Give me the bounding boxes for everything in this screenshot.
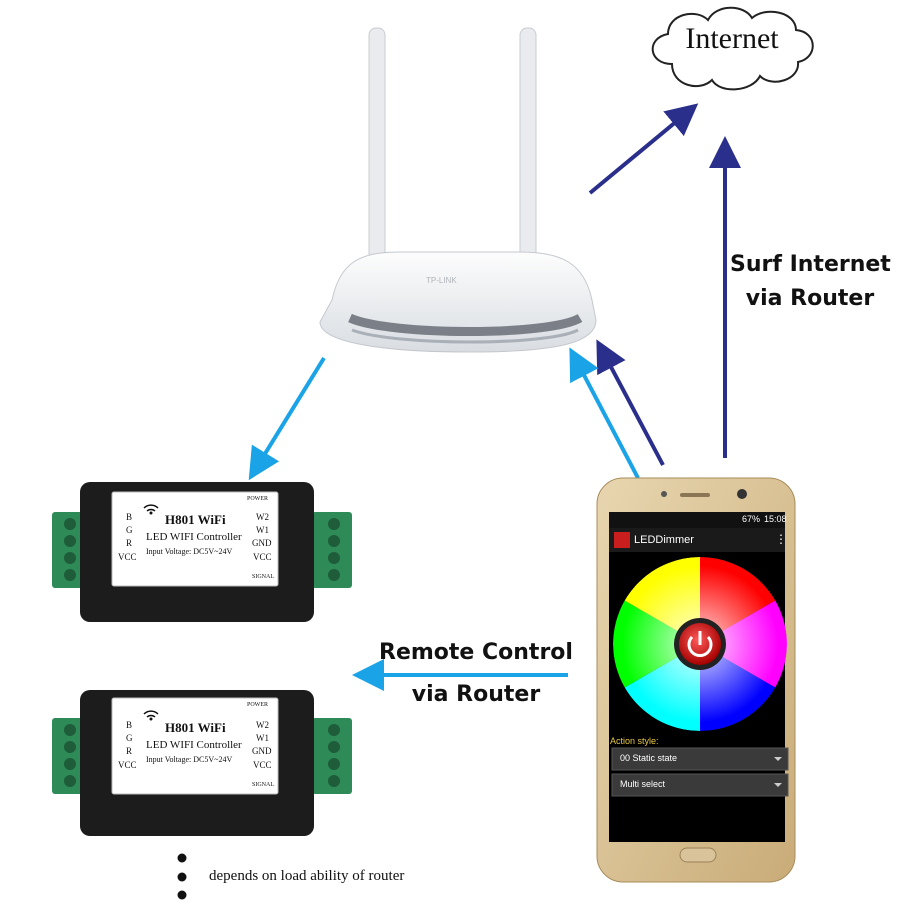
- led-controller-2: [52, 690, 352, 836]
- phone-time: 15:08: [764, 514, 787, 524]
- controller-1-pin-vcc-right: VCC: [253, 552, 272, 562]
- controller-1-pin-w1: W1: [256, 525, 269, 535]
- controller-2-power: POWER: [247, 702, 268, 708]
- controller-1-pin-r: R: [126, 538, 133, 548]
- phone-action-label: Action style:: [610, 736, 659, 746]
- controller-1-pin-b: B: [126, 512, 133, 522]
- home-button[interactable]: [679, 847, 717, 863]
- controller-2-pin-vcc-left: VCC: [118, 760, 137, 770]
- controller-2-signal: SIGNAL: [252, 782, 274, 788]
- wifi-router: [319, 27, 597, 353]
- controller-2-pin-b: B: [126, 720, 133, 730]
- color-wheel[interactable]: [613, 557, 787, 731]
- arrow-router-to-controller: [248, 356, 326, 481]
- dropdown-2-arrow-icon: [774, 783, 782, 787]
- phone-dropdown-2[interactable]: Multi select: [620, 779, 666, 789]
- controller-1-model: H801 WiFi: [165, 512, 226, 527]
- controller-2-pin-vcc-right: VCC: [253, 760, 272, 770]
- phone-dropdown-1[interactable]: 00 Static state: [620, 753, 678, 763]
- controller-1-power: POWER: [247, 496, 268, 502]
- footnote-bullets: [177, 853, 187, 900]
- dropdown-2-box[interactable]: [611, 773, 789, 797]
- controller-2-pin-r: R: [126, 746, 133, 756]
- smartphone: [596, 477, 796, 883]
- power-button[interactable]: [674, 618, 726, 670]
- surf-label-line2: via Router: [745, 286, 875, 311]
- dropdown-1-arrow-icon: [774, 757, 782, 761]
- phone-menu-icon[interactable]: ⋮: [775, 532, 787, 546]
- controller-1-voltage: Input Voltage: DC5V~24V: [146, 547, 233, 556]
- arrows: [248, 103, 741, 691]
- phone-battery: 67%: [742, 514, 761, 524]
- led-controller-1: [52, 482, 352, 622]
- surf-label-line1: Surf Internet: [730, 252, 891, 277]
- controller-1-pin-w2: W2: [256, 512, 269, 522]
- controller-2-name: LED WIFI Controller: [146, 739, 242, 751]
- footnote: depends on load ability of router: [209, 868, 405, 884]
- internet-cloud: [651, 6, 814, 91]
- arrow-router-to-internet: [588, 103, 699, 195]
- phone-app-title: LEDDimmer: [634, 534, 694, 546]
- remote-label-line2: via Router: [411, 682, 541, 707]
- controller-1-pin-vcc-left: VCC: [118, 552, 137, 562]
- internet-label: Internet: [685, 22, 779, 55]
- controller-2-pin-g: G: [126, 733, 133, 743]
- controller-2-pin-gnd: GND: [252, 746, 272, 756]
- controller-1-pin-gnd: GND: [252, 538, 272, 548]
- controller-1-pin-g: G: [126, 525, 133, 535]
- controller-1-name: LED WIFI Controller: [146, 531, 242, 543]
- controller-2-model: H801 WiFi: [165, 720, 226, 735]
- arrow-phone-to-router-dark: [596, 339, 665, 466]
- router-brand-label: TP-LINK: [426, 276, 457, 285]
- dropdown-1-box[interactable]: [611, 747, 789, 771]
- remote-label-line1: Remote Control: [379, 640, 573, 665]
- controller-2-pin-w1: W1: [256, 733, 269, 743]
- controller-2-voltage: Input Voltage: DC5V~24V: [146, 755, 233, 764]
- arrow-phone-to-router-light: [569, 347, 640, 479]
- controller-2-pin-w2: W2: [256, 720, 269, 730]
- controller-1-signal: SIGNAL: [252, 574, 274, 580]
